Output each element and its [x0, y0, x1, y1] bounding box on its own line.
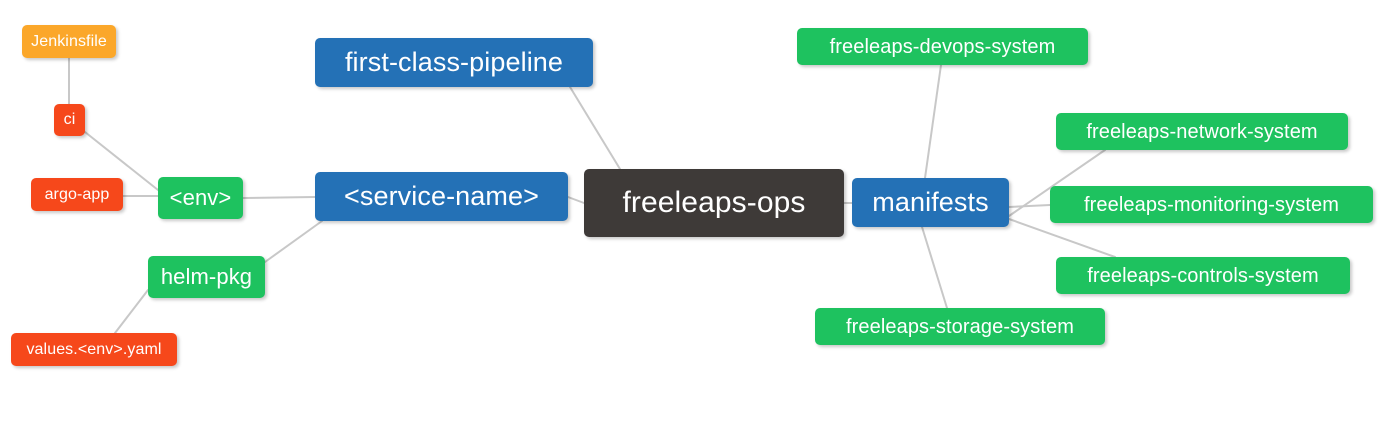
node-label-jenkinsfile: Jenkinsfile — [31, 32, 107, 50]
node-jenkinsfile[interactable]: Jenkinsfile — [22, 25, 116, 58]
node-helm-pkg[interactable]: helm-pkg — [148, 256, 265, 298]
node-ci[interactable]: ci — [54, 104, 85, 136]
node-label-storage-system: freeleaps-storage-system — [845, 315, 1075, 338]
node-first-class-pipeline[interactable]: first-class-pipeline — [315, 38, 593, 87]
edge-service-name-to-helm-pkg — [264, 220, 323, 263]
edge-manifests-to-devops-system — [924, 64, 942, 179]
node-label-first-class-pipeline: first-class-pipeline — [344, 47, 564, 77]
edge-root-to-service-name — [567, 196, 585, 204]
node-root[interactable]: freeleaps-ops — [584, 169, 844, 237]
node-manifests[interactable]: manifests — [852, 178, 1009, 227]
node-env[interactable]: <env> — [158, 177, 243, 219]
node-label-env: <env> — [169, 185, 232, 210]
edge-manifests-to-controls-system — [1008, 218, 1116, 258]
edge-root-to-first-class-pipeline — [569, 86, 621, 170]
node-label-service-name: <service-name> — [344, 181, 539, 211]
node-controls-system[interactable]: freeleaps-controls-system — [1056, 257, 1350, 294]
edge-manifests-to-storage-system — [921, 226, 948, 309]
node-label-controls-system: freeleaps-controls-system — [1087, 264, 1319, 287]
node-network-system[interactable]: freeleaps-network-system — [1056, 113, 1348, 150]
node-label-ci: ci — [63, 111, 76, 128]
node-devops-system[interactable]: freeleaps-devops-system — [797, 28, 1088, 65]
node-service-name[interactable]: <service-name> — [315, 172, 568, 221]
node-monitoring-system[interactable]: freeleaps-monitoring-system — [1050, 186, 1373, 223]
node-label-root: freeleaps-ops — [622, 186, 806, 219]
node-label-devops-system: freeleaps-devops-system — [829, 35, 1056, 58]
node-label-values-yaml: values.<env>.yaml — [26, 340, 162, 358]
node-label-monitoring-system: freeleaps-monitoring-system — [1083, 193, 1339, 216]
node-storage-system[interactable]: freeleaps-storage-system — [815, 308, 1105, 345]
node-values-yaml[interactable]: values.<env>.yaml — [11, 333, 177, 366]
node-label-network-system: freeleaps-network-system — [1086, 120, 1318, 143]
node-label-manifests: manifests — [872, 187, 989, 217]
node-argo-app[interactable]: argo-app — [31, 178, 123, 211]
node-label-argo-app: argo-app — [44, 185, 110, 203]
node-label-helm-pkg: helm-pkg — [160, 264, 253, 289]
edge-manifests-to-monitoring-system — [1008, 204, 1051, 208]
edge-service-name-to-env — [242, 196, 316, 199]
edge-helm-pkg-to-values-yaml — [114, 289, 149, 334]
